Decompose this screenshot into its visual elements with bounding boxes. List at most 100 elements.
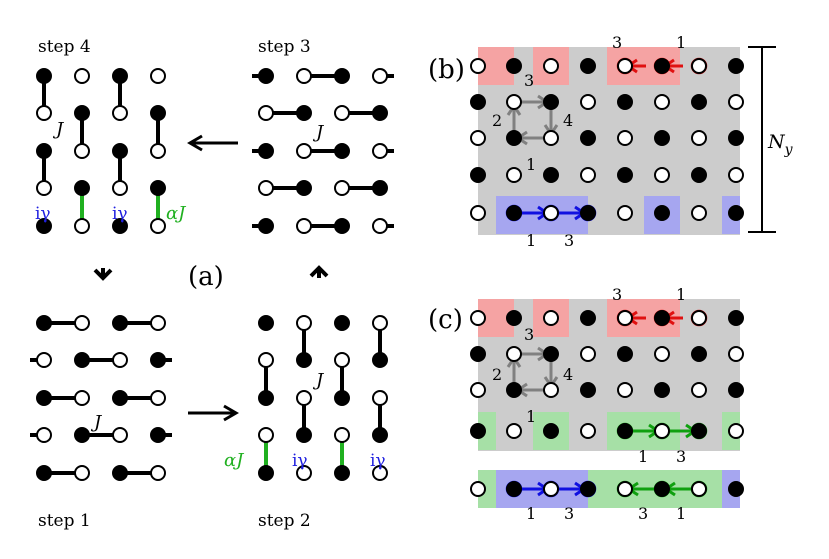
empty-site: [470, 382, 486, 398]
c-gray-num-1: 1: [526, 407, 536, 426]
empty-site: [617, 58, 633, 74]
empty-site: [691, 382, 707, 398]
c-green2-num-1: 1: [676, 504, 686, 523]
empty-site: [543, 58, 559, 74]
filled-site: [372, 105, 388, 121]
panel-a-label: (a): [188, 262, 224, 292]
filled-site: [36, 390, 52, 406]
filled-site: [334, 315, 350, 331]
b-gray-num-1: 1: [526, 155, 536, 174]
empty-site: [296, 315, 312, 331]
filled-site: [112, 218, 128, 234]
empty-site: [506, 423, 522, 439]
filled-site: [112, 465, 128, 481]
filled-site: [654, 205, 670, 221]
b-gray-num-2: 2: [492, 111, 502, 130]
coupling-J-step1: J: [90, 412, 103, 433]
empty-site: [372, 143, 388, 159]
c-blue-num-3: 3: [564, 504, 574, 523]
empty-site: [654, 94, 670, 110]
empty-site: [506, 94, 522, 110]
empty-site: [74, 390, 90, 406]
empty-site: [543, 130, 559, 146]
filled-site: [36, 143, 52, 159]
empty-site: [617, 205, 633, 221]
filled-site: [334, 143, 350, 159]
filled-site: [36, 465, 52, 481]
empty-site: [258, 180, 274, 196]
empty-site: [150, 465, 166, 481]
filled-site: [543, 167, 559, 183]
empty-site: [470, 310, 486, 326]
empty-site: [296, 390, 312, 406]
filled-site: [150, 105, 166, 121]
filled-site: [617, 346, 633, 362]
filled-site: [506, 382, 522, 398]
empty-site: [150, 218, 166, 234]
green-region: [478, 412, 496, 450]
empty-site: [372, 465, 388, 481]
empty-site: [74, 315, 90, 331]
empty-site: [112, 180, 128, 196]
filled-site: [617, 423, 633, 439]
b-gray-num-4: 4: [563, 111, 573, 130]
empty-site: [691, 310, 707, 326]
filled-site: [506, 310, 522, 326]
empty-site: [296, 68, 312, 84]
empty-site: [728, 94, 744, 110]
empty-site: [334, 180, 350, 196]
filled-site: [728, 382, 744, 398]
b-gray-num-3: 3: [524, 71, 534, 90]
step2-label: step 2: [258, 511, 311, 531]
empty-site: [470, 130, 486, 146]
filled-site: [728, 130, 744, 146]
empty-site: [74, 143, 90, 159]
c-green-num-1: 1: [638, 447, 648, 466]
filled-site: [654, 481, 670, 497]
empty-site: [36, 105, 52, 121]
coupling-J-step2: J: [312, 370, 325, 391]
empty-site: [617, 481, 633, 497]
c-red-num-1: 1: [676, 285, 686, 304]
filled-site: [334, 465, 350, 481]
igamma-step4-a: iγ: [35, 204, 51, 224]
filled-site: [258, 143, 274, 159]
filled-site: [150, 352, 166, 368]
filled-site: [691, 167, 707, 183]
empty-site: [470, 205, 486, 221]
filled-site: [258, 68, 274, 84]
empty-site: [36, 427, 52, 443]
empty-site: [691, 205, 707, 221]
filled-site: [543, 94, 559, 110]
empty-site: [296, 143, 312, 159]
filled-site: [150, 180, 166, 196]
filled-site: [580, 481, 596, 497]
filled-site: [580, 205, 596, 221]
filled-site: [296, 352, 312, 368]
filled-site: [580, 58, 596, 74]
empty-site: [372, 218, 388, 234]
filled-site: [506, 205, 522, 221]
panel-b-label: (b): [428, 55, 465, 85]
empty-site: [470, 58, 486, 74]
empty-site: [334, 105, 350, 121]
filled-site: [580, 310, 596, 326]
filled-site: [258, 218, 274, 234]
filled-site: [36, 218, 52, 234]
c-gray-num-4: 4: [563, 365, 573, 384]
ny-label: Ny: [767, 131, 794, 158]
filled-site: [617, 94, 633, 110]
filled-site: [543, 346, 559, 362]
b-red-num-1: 1: [676, 33, 686, 52]
empty-site: [74, 68, 90, 84]
filled-site: [543, 423, 559, 439]
filled-site: [112, 315, 128, 331]
empty-site: [617, 382, 633, 398]
empty-site: [506, 346, 522, 362]
filled-site: [372, 180, 388, 196]
step-arrow-1-to-2-head: [223, 404, 239, 422]
filled-site: [258, 390, 274, 406]
filled-site: [470, 167, 486, 183]
b-blue-num-3: 3: [564, 231, 574, 250]
